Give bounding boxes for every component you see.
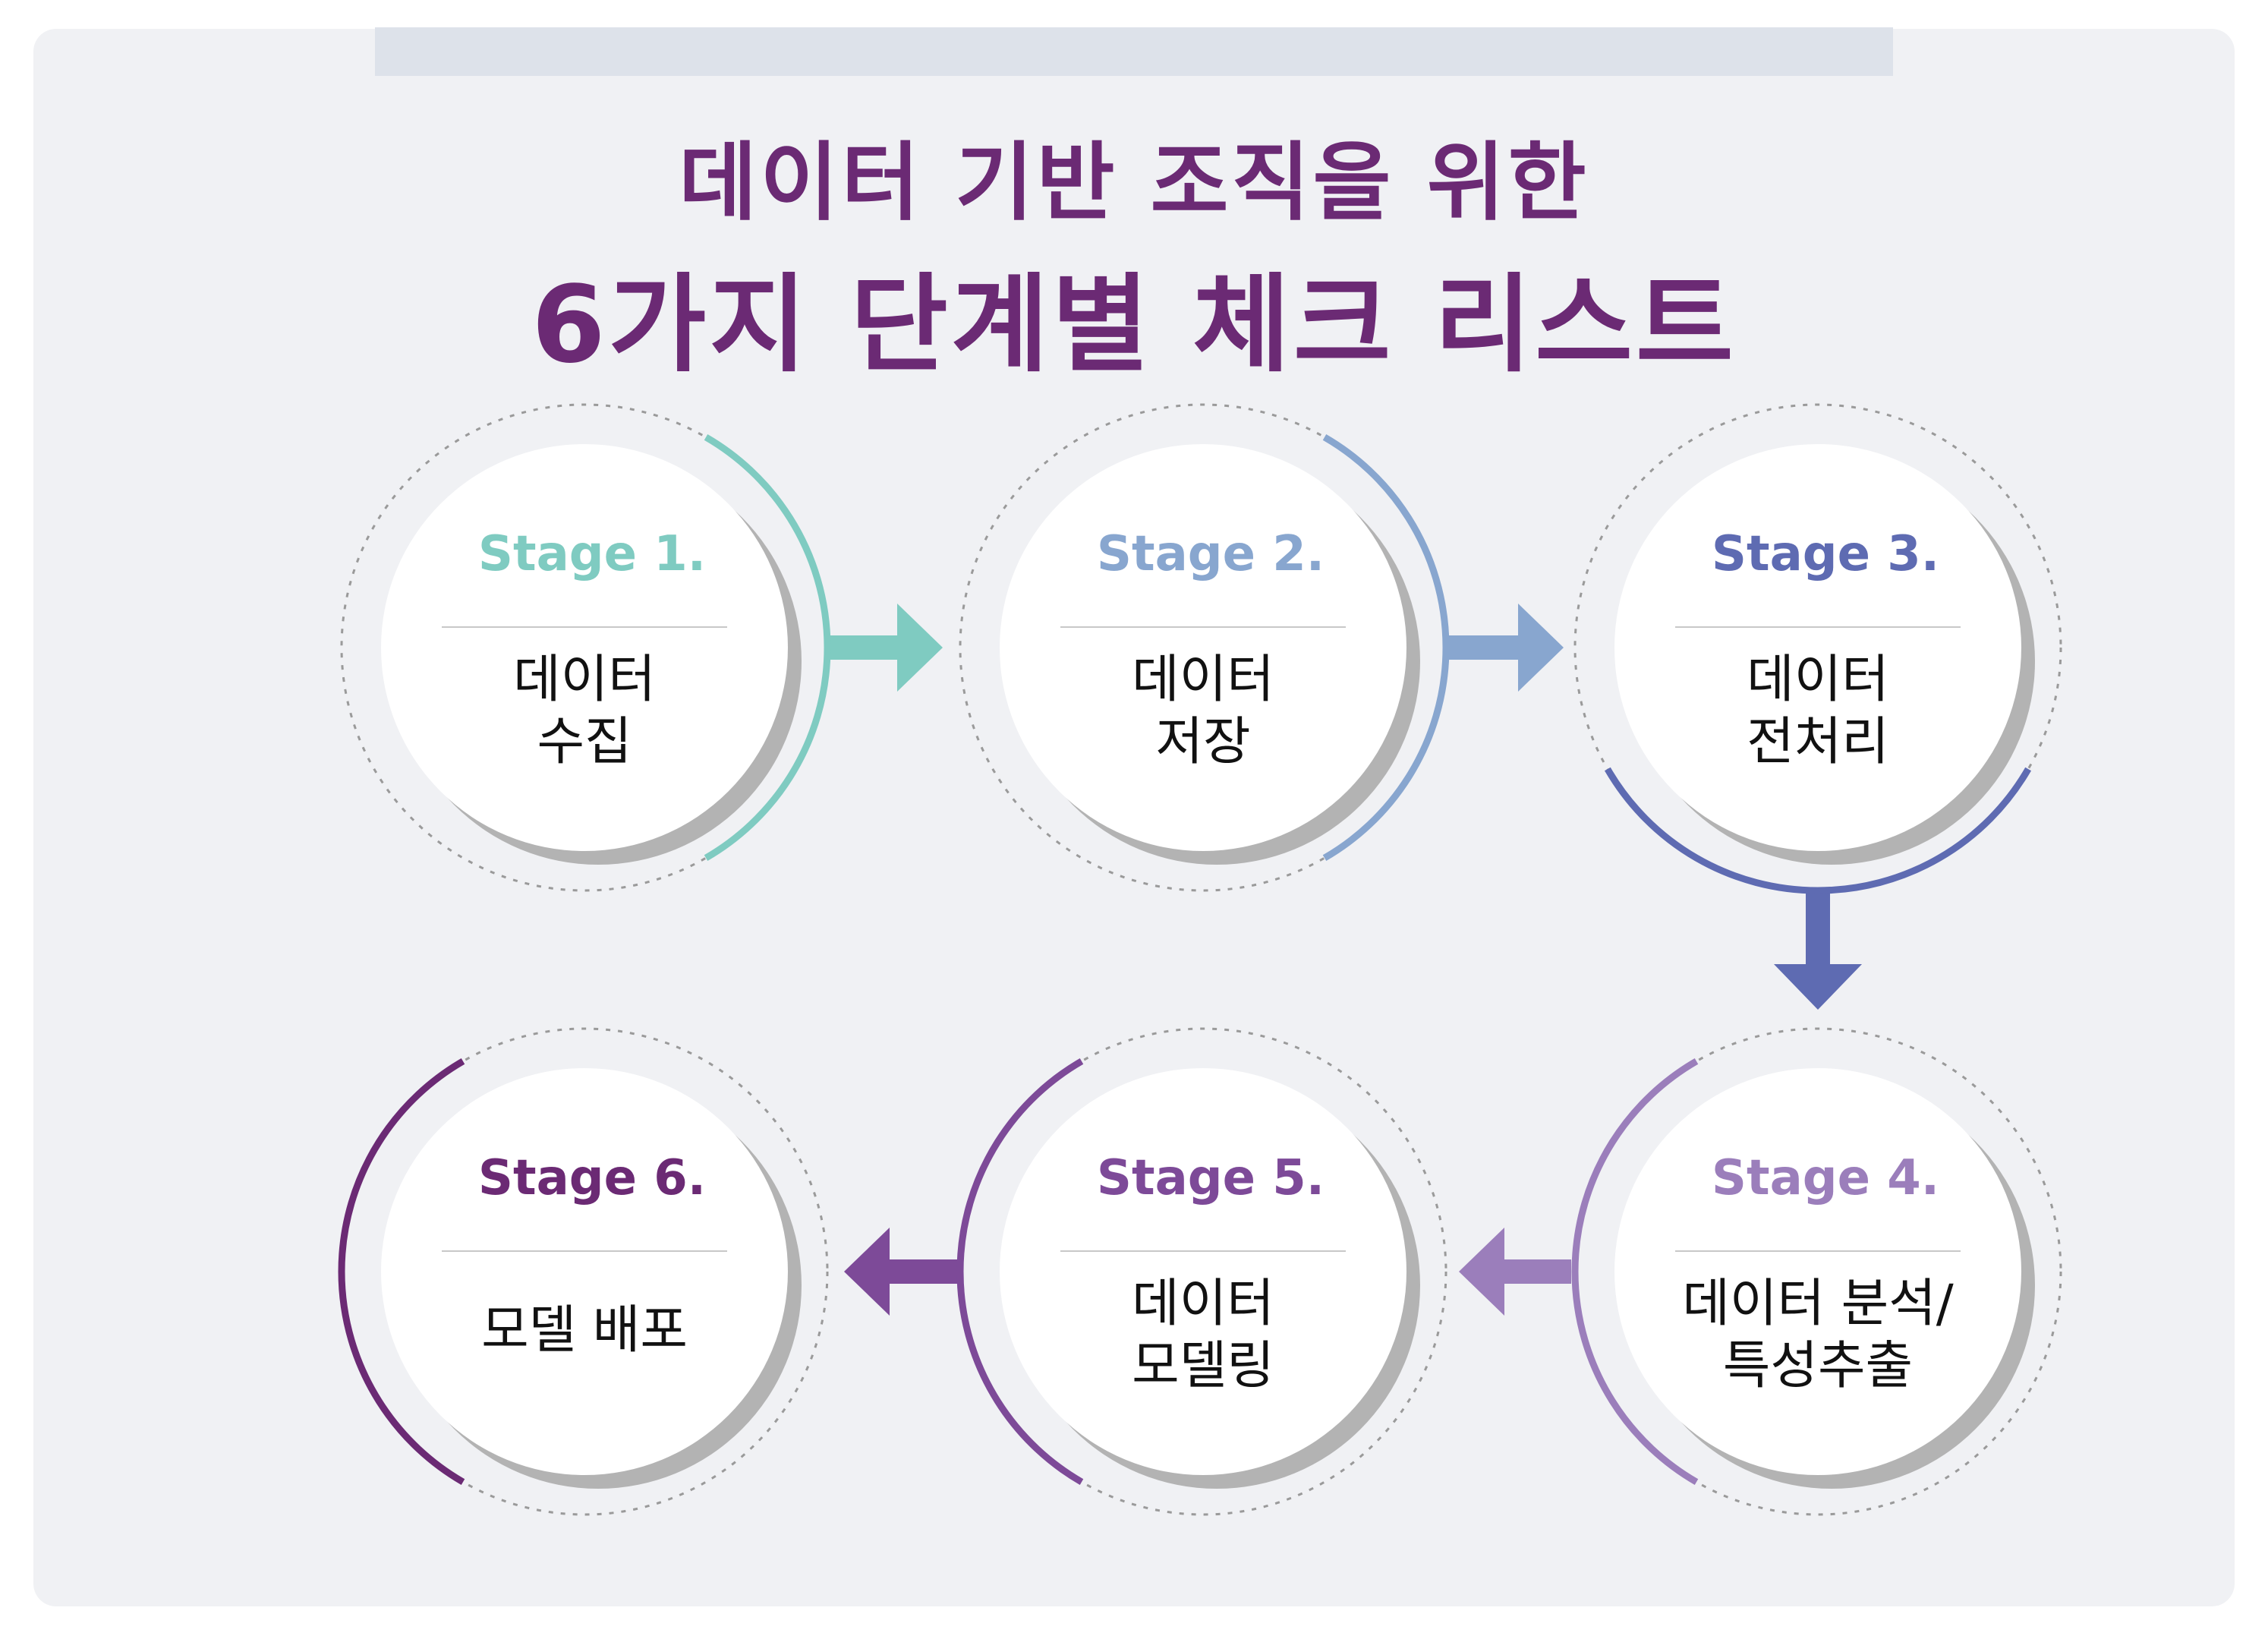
title-line-2: 6가지 단계별 체크 리스트 <box>531 263 1737 387</box>
stage-5-label-line-2: 모델링 <box>1132 1336 1274 1396</box>
title-line-1: 데이터 기반 조직을 위한 <box>679 134 1589 232</box>
stage-3-dotted-ring <box>1573 403 2062 892</box>
arrow-stage-1-to-2 <box>829 604 943 692</box>
arrow-stage-4-to-5 <box>1459 1228 1571 1316</box>
stage-5-label-line-1: 데이터 <box>1132 1274 1274 1334</box>
stage-4-circle <box>1614 1068 2021 1475</box>
stage-6-circle <box>381 1068 788 1475</box>
stage-4-dotted-ring <box>1573 1027 2062 1516</box>
stage-1-accent-arc <box>704 433 831 862</box>
stage-4-label-line-1: 데이터 분석/ <box>1682 1274 1953 1334</box>
stage-5-circle <box>1000 1068 1406 1475</box>
stage-1-label-line-2: 수집 <box>537 712 632 772</box>
stage-3-label-line-1: 데이터 <box>1747 650 1889 710</box>
stage-2-title: Stage 2. <box>1097 526 1325 582</box>
arrow-stage-3-to-4 <box>1774 892 1862 1010</box>
stage-2-label-line-1: 데이터 <box>1132 650 1274 710</box>
stage-6-label-line-1: 모델 배포 <box>481 1300 688 1360</box>
stage-1-title: Stage 1. <box>478 526 706 582</box>
stage-3-title: Stage 3. <box>1712 526 1939 582</box>
stage-1-circle <box>381 444 788 851</box>
stage-6-node: Stage 6. 모델 배포 <box>338 1027 829 1516</box>
stage-3-circle <box>1614 444 2021 851</box>
arrow-stage-2-to-3 <box>1448 604 1564 692</box>
stage-6-accent-arc <box>338 1058 465 1486</box>
stage-4-node: Stage 4. 데이터 분석/특성추출 <box>1571 1027 2062 1516</box>
arrow-stage-5-to-6 <box>844 1228 958 1316</box>
stage-3-label-line-2: 전처리 <box>1747 712 1889 772</box>
stage-6-dotted-ring <box>340 1027 829 1516</box>
stage-4-label-line-2: 특성추출 <box>1723 1336 1913 1396</box>
stage-3-accent-arc <box>1604 767 2032 894</box>
stage-6-title: Stage 6. <box>478 1150 706 1206</box>
stage-4-accent-arc <box>1571 1058 1699 1486</box>
stage-5-dotted-ring <box>959 1027 1447 1516</box>
stage-5-accent-arc <box>956 1058 1084 1486</box>
stage-2-circle <box>1000 444 1406 851</box>
stage-2-accent-arc <box>1322 433 1450 862</box>
flow-arrows <box>829 604 1862 1316</box>
stage-2-label-line-2: 저장 <box>1155 712 1250 772</box>
top-accent-bar <box>375 27 1893 76</box>
stage-5-title: Stage 5. <box>1097 1150 1325 1206</box>
stage-4-title: Stage 4. <box>1712 1150 1939 1206</box>
stage-1-label-line-1: 데이터 <box>513 650 656 710</box>
